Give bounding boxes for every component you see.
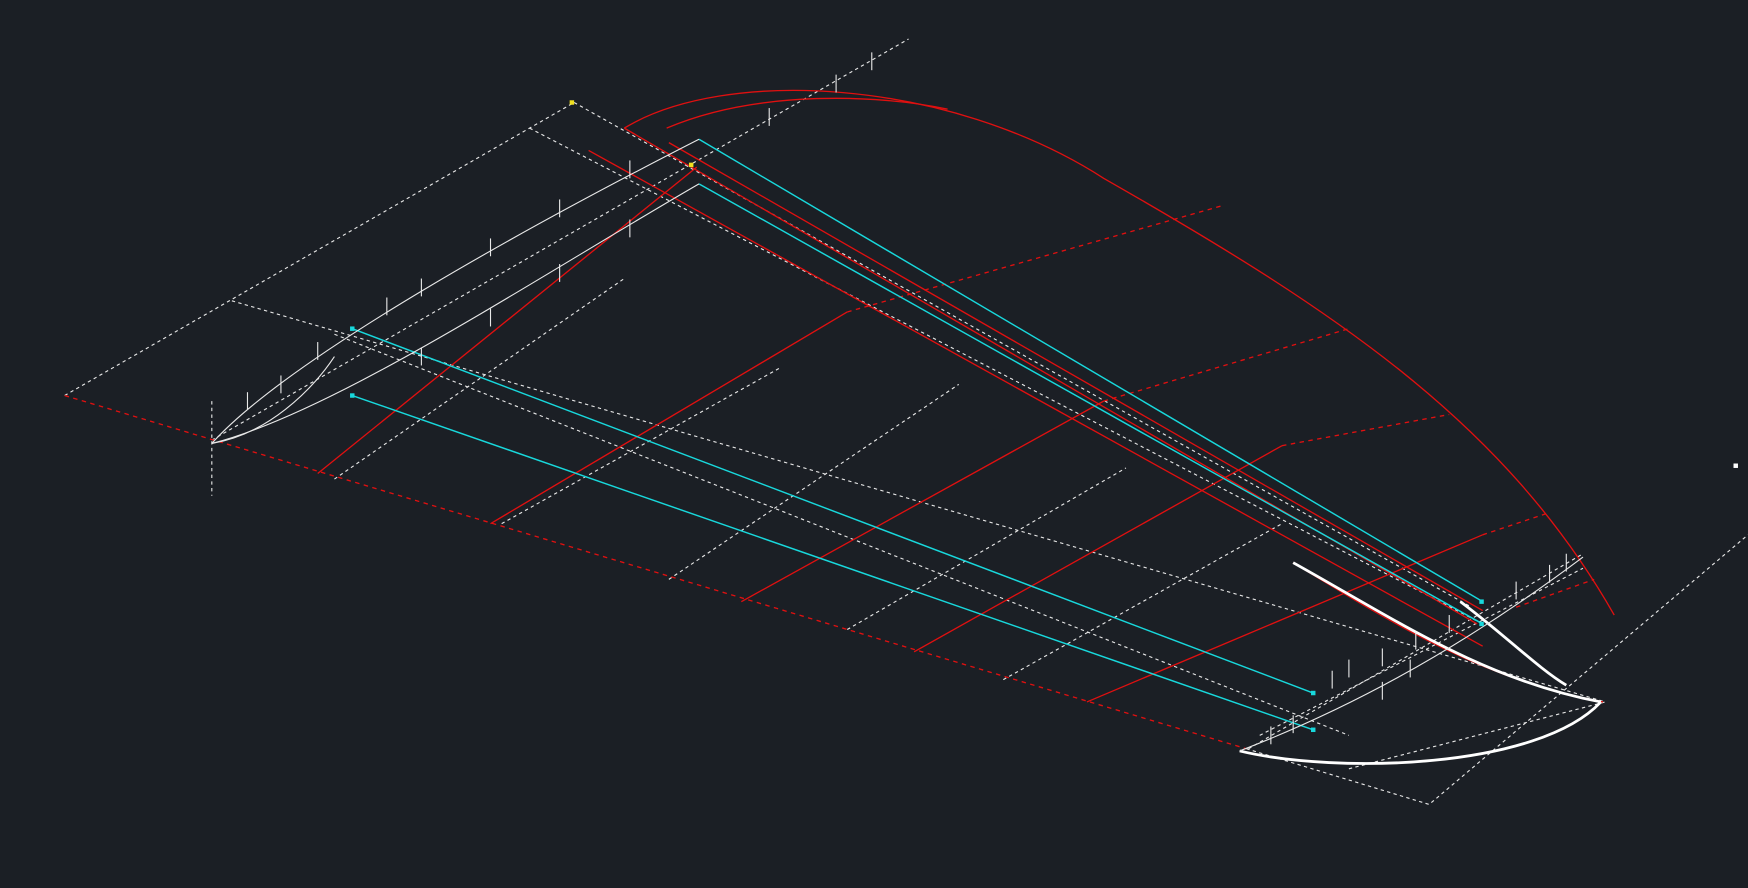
stringer-1 <box>352 328 1314 694</box>
red-dashed-rib-3 <box>1281 413 1450 447</box>
root-profile-upper <box>211 138 700 444</box>
trailing-edge-upper <box>1292 561 1602 704</box>
left-frame-diag <box>573 102 1472 608</box>
grip-cyan-4[interactable] <box>1311 727 1316 733</box>
grip-yellow-2[interactable] <box>688 162 694 168</box>
spar-line-2 <box>1248 553 1584 750</box>
inner-diag-2 <box>334 333 1350 736</box>
rib-3 <box>668 383 960 580</box>
tip-outline-inner <box>666 97 948 129</box>
grip-markers[interactable] <box>350 100 1738 733</box>
red-outline <box>317 89 1615 703</box>
rib-1 <box>334 278 625 480</box>
red-dashed-rib-4 <box>1482 511 1550 536</box>
inner-diag-3 <box>529 127 1483 625</box>
tip-profile-detail <box>1239 556 1584 752</box>
red-rib-1 <box>317 166 698 475</box>
spar-line-1 <box>211 38 909 441</box>
stringer-4 <box>698 183 1484 625</box>
left-frame-top <box>64 102 575 397</box>
tick-marks <box>246 52 1567 745</box>
rib-6 <box>1348 701 1606 770</box>
rib-5 <box>1003 523 1283 681</box>
red-rib-4 <box>913 445 1283 653</box>
trailing-red <box>1292 562 1604 703</box>
red-rib-2 <box>490 311 848 525</box>
grip-cyan-5[interactable] <box>1479 599 1484 604</box>
planform-arc <box>623 89 1615 616</box>
grip-cyan-6[interactable] <box>1479 621 1484 627</box>
grip-cyan-3[interactable] <box>1311 690 1316 696</box>
spar-line-3 <box>1259 567 1584 736</box>
root-profile-lower <box>211 183 700 444</box>
rib-2 <box>501 367 781 525</box>
stringer-3 <box>698 138 1484 603</box>
red-rib-5 <box>1086 534 1483 703</box>
grip-cyan-2[interactable] <box>350 393 355 398</box>
grip-cyan-1[interactable] <box>350 326 355 331</box>
leading-edge-dashed <box>64 394 1247 750</box>
red-dashed-rib-5 <box>1515 578 1595 608</box>
grip-white[interactable] <box>1733 463 1738 468</box>
red-rib-3 <box>741 400 1104 603</box>
white-profiles <box>211 138 1602 765</box>
red-dashed-rib-2 <box>1103 328 1350 402</box>
red-dashed-rib-1 <box>847 205 1221 313</box>
bottom-frame <box>1246 534 1748 806</box>
spar-red-1 <box>588 149 1484 647</box>
spar-red-3 <box>668 142 1484 612</box>
rib-4 <box>846 467 1127 630</box>
tip-profile-lower <box>211 356 335 444</box>
dashed-construction-lines <box>64 38 1748 806</box>
trailing-edge-lower <box>1459 600 1568 687</box>
inner-diag-1 <box>231 300 1606 703</box>
tip-rib-bottom <box>1239 700 1602 765</box>
cyan-stringers <box>352 138 1484 731</box>
stringer-2 <box>352 394 1314 731</box>
grip-yellow-1[interactable] <box>569 100 575 105</box>
